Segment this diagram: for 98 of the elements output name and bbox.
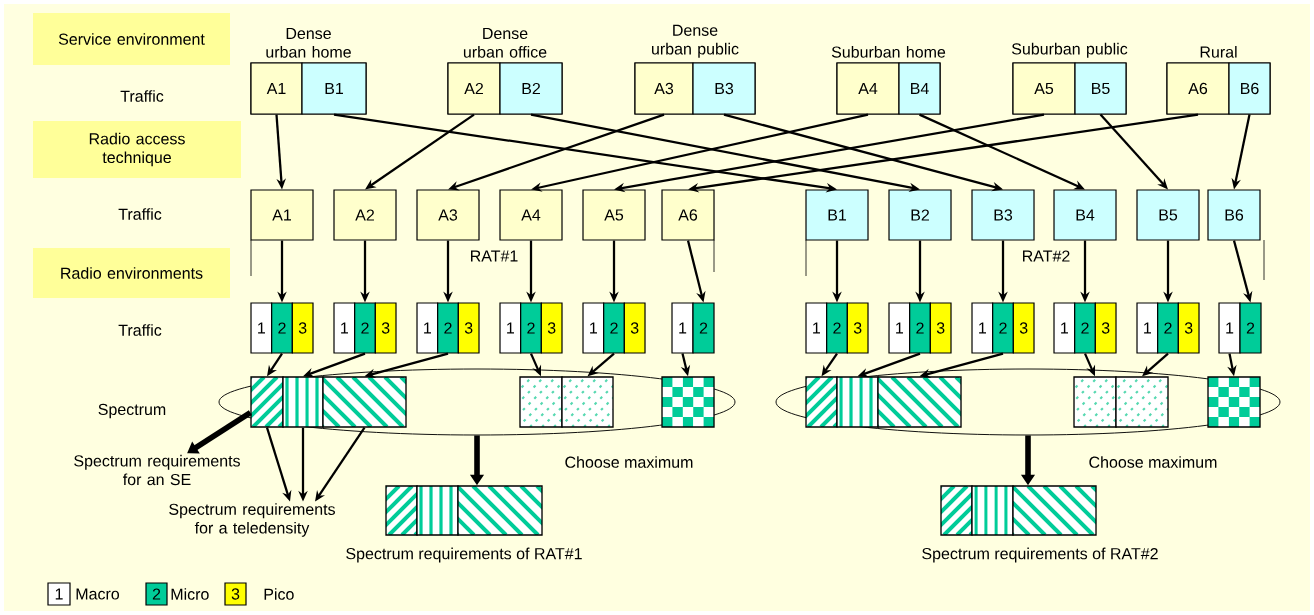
column-heading: Suburban home: [831, 46, 946, 58]
group-label: RAT#2: [1023, 250, 1070, 262]
column-heading: Dense urban home: [266, 27, 351, 58]
cell-layer-box: 3: [1094, 302, 1117, 354]
traffic-cell: A4: [836, 62, 900, 115]
header-box: Radio environments: [33, 248, 230, 298]
cell-layer-box: 1: [1218, 302, 1241, 354]
spectrum-block: [416, 485, 459, 536]
cell-layer-box: 2: [437, 302, 459, 354]
cell-layer-box: 1: [1136, 302, 1159, 354]
cell-layer-box: 2: [520, 302, 542, 354]
header-box: Radio access technique: [33, 121, 241, 178]
header-box: Service environment: [33, 13, 230, 65]
cell-layer-box: 3: [374, 302, 397, 354]
traffic-box: A5: [582, 189, 646, 241]
traffic-box: B4: [1053, 189, 1117, 241]
spectrum-block: [385, 485, 418, 536]
cell-layer-box: 1: [1053, 302, 1076, 354]
spectrum-block: [971, 485, 1014, 536]
cell-layer-box: 2: [1157, 302, 1179, 354]
cell-layer-box: 2: [909, 302, 931, 354]
traffic-box: A4: [499, 189, 563, 241]
cell-layer-box: 3: [623, 302, 646, 354]
cell-layer-box: 1: [416, 302, 439, 354]
traffic-cell: B2: [499, 62, 563, 115]
traffic-cell: A2: [447, 62, 501, 115]
column-heading: Dense urban office: [463, 27, 547, 58]
cell-layer-box: 2: [1074, 302, 1096, 354]
cell-layer-box: 2: [354, 302, 376, 354]
arrow: [365, 113, 475, 190]
cell-layer-box: 1: [333, 302, 356, 354]
column-heading: Dense urban public: [652, 24, 739, 58]
traffic-box: A1: [250, 189, 314, 241]
cell-layer-box: 1: [499, 302, 522, 354]
column-heading: Rural: [1200, 46, 1237, 58]
cell-layer-box: 2: [1239, 302, 1262, 354]
traffic-cell: B5: [1074, 62, 1127, 115]
spectrum-block: [519, 376, 563, 428]
spectrum-block: [282, 376, 324, 428]
spectrum-block: [250, 376, 284, 428]
spectrum-block: [561, 376, 614, 428]
cell-layer-box: 2: [692, 302, 715, 354]
group-label: RAT#1: [471, 250, 518, 262]
cell-layer-box: 1: [888, 302, 911, 354]
cell-layer-box: 1: [582, 302, 605, 354]
cell-layer-box: 3: [540, 302, 563, 354]
spectrum-block: [940, 485, 973, 536]
cell-layer-box: 2: [992, 302, 1014, 354]
spectrum-block: [1073, 376, 1117, 428]
traffic-cell: B3: [692, 62, 756, 115]
row-label: Traffic: [118, 324, 162, 336]
legend-label: Pico: [264, 588, 294, 600]
cell-layer-box: 1: [805, 302, 828, 354]
traffic-box: B3: [971, 189, 1035, 241]
cell-layer-box: 1: [250, 302, 273, 354]
traffic-box: B1: [805, 189, 869, 241]
note-label: Choose maximum: [565, 456, 693, 468]
spectrum-block: [1115, 376, 1169, 428]
cell-layer-box: 2: [826, 302, 848, 354]
grouping-ellipse: [218, 368, 736, 436]
traffic-box: B6: [1207, 189, 1261, 241]
cell-layer-box: 3: [846, 302, 869, 354]
row-label: Traffic: [118, 208, 162, 220]
column-heading: Suburban public: [1012, 42, 1128, 58]
traffic-box: A6: [661, 189, 715, 241]
caption: Spectrum requirements of RAT#1: [346, 547, 582, 563]
traffic-cell: A6: [1166, 62, 1230, 115]
caption: Spectrum requirements of RAT#2: [922, 547, 1158, 563]
grouping-ellipse: [775, 368, 1281, 436]
legend-label: Micro: [171, 588, 209, 600]
traffic-cell: A3: [634, 62, 694, 115]
cell-layer-box: 1: [671, 302, 694, 354]
arrow: [187, 410, 252, 454]
traffic-box: B2: [888, 189, 952, 241]
cell-layer-box: 2: [271, 302, 293, 354]
cell-layer-box: 3: [929, 302, 952, 354]
result-text: Spectrum requirements for an SE: [74, 454, 240, 486]
spectrum-block: [836, 376, 879, 428]
traffic-box: B5: [1136, 189, 1200, 241]
cell-layer-box: 3: [291, 302, 314, 354]
cell-layer-box: 3: [457, 302, 480, 354]
traffic-box: A3: [416, 189, 480, 241]
traffic-cell: B1: [301, 62, 367, 115]
traffic-cell: A5: [1012, 62, 1076, 115]
row-label: Traffic: [120, 90, 164, 102]
row-label: Spectrum: [98, 403, 166, 419]
spectrum-block: [805, 376, 838, 428]
cell-layer-box: 3: [1177, 302, 1200, 354]
cell-layer-box: 2: [603, 302, 625, 354]
note-label: Choose maximum: [1089, 456, 1217, 468]
result-text: Spectrum requirements for a teledensity: [169, 503, 335, 537]
traffic-box: A2: [333, 189, 397, 241]
traffic-cell: A1: [250, 62, 303, 115]
traffic-cell: B4: [898, 62, 941, 115]
cell-layer-box: 1: [971, 302, 994, 354]
cell-layer-box: 3: [1012, 302, 1035, 354]
traffic-cell: B6: [1228, 62, 1271, 115]
legend-label: Macro: [76, 588, 120, 600]
